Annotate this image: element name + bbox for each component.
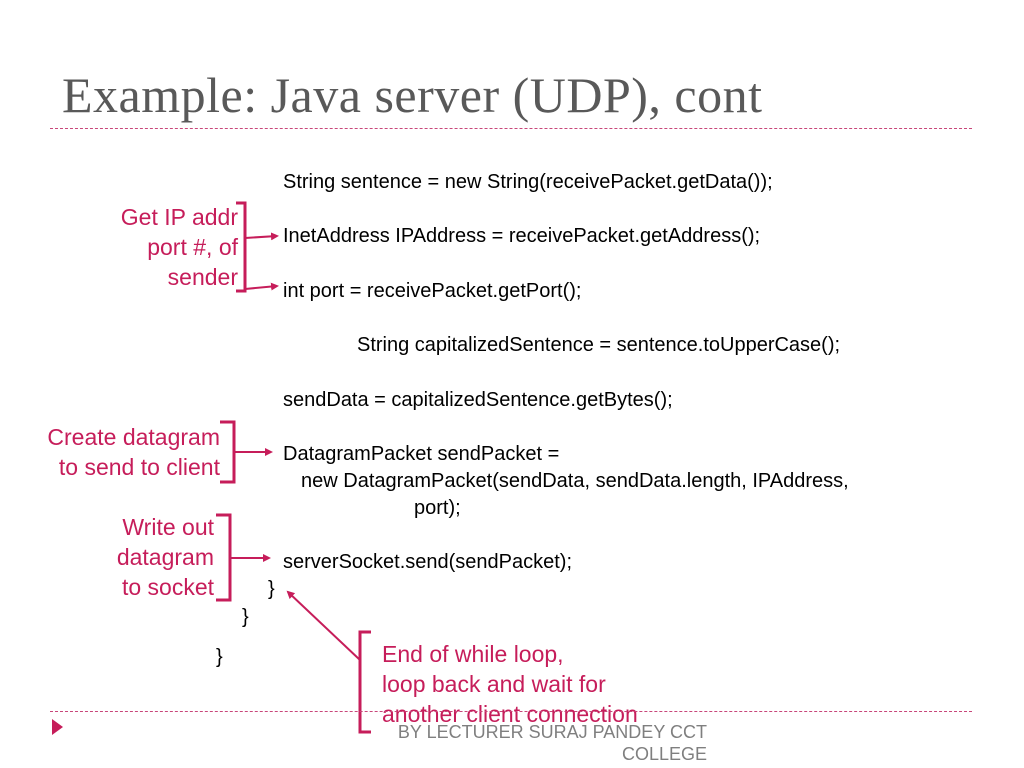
footer-line: COLLEGE <box>621 744 707 764</box>
title-divider <box>50 128 972 129</box>
bracket-write <box>216 513 232 602</box>
code-line-1: String sentence = new String(receivePack… <box>283 171 773 193</box>
arrow-to-address <box>244 232 279 241</box>
footer-line: BY LECTURER SURAJ PANDEY CCT <box>397 722 707 742</box>
annotation-line: End of while loop, <box>382 641 564 667</box>
slide-title: Example: Java server (UDP), cont <box>62 67 763 123</box>
annotation-write-datagram: Write out datagram to socket <box>117 512 214 602</box>
code-line-4: String capitalizedSentence = sentence.to… <box>357 334 841 356</box>
annotation-line: another client connection <box>382 701 638 727</box>
annotation-line: to send to client <box>58 454 220 480</box>
arrow-to-port <box>244 282 279 291</box>
annotation-end-loop: End of while loop, loop back and wait fo… <box>382 639 638 729</box>
bracket-sender <box>236 201 247 293</box>
closing-brace-middle: } <box>242 606 249 628</box>
slide-marker-triangle <box>52 719 63 735</box>
bracket-create <box>220 420 236 484</box>
code-line-8: port); <box>414 497 461 519</box>
annotation-get-sender: Get IP addr port #, of sender <box>121 202 238 292</box>
annotation-line: port #, of <box>147 234 238 260</box>
code-line-5: sendData = capitalizedSentence.getBytes(… <box>283 389 673 411</box>
annotation-line: sender <box>167 264 238 290</box>
code-line-2: InetAddress IPAddress = receivePacket.ge… <box>283 225 761 247</box>
annotation-line: loop back and wait for <box>382 671 606 697</box>
arrow-to-loop-brace <box>286 590 361 661</box>
annotation-line: to socket <box>121 574 214 600</box>
bracket-loop <box>358 630 371 734</box>
code-line-6: DatagramPacket sendPacket = <box>283 443 560 465</box>
annotation-line: Get IP addr <box>120 204 238 230</box>
code-line-7: new DatagramPacket(sendData, sendData.le… <box>301 470 849 492</box>
footer-divider <box>50 711 972 712</box>
annotation-line: Write out <box>122 514 214 540</box>
annotation-line: datagram <box>116 544 214 570</box>
footer-credit: BY LECTURER SURAJ PANDEY CCT COLLEGE <box>398 721 707 765</box>
closing-brace-inner: } <box>268 578 275 600</box>
code-line-9: serverSocket.send(sendPacket); <box>283 551 573 573</box>
annotation-create-datagram: Create datagram to send to client <box>47 422 220 482</box>
code-line-3: int port = receivePacket.getPort(); <box>283 280 582 302</box>
closing-brace-outer: } <box>216 646 223 668</box>
annotation-line: Create datagram <box>47 424 220 450</box>
